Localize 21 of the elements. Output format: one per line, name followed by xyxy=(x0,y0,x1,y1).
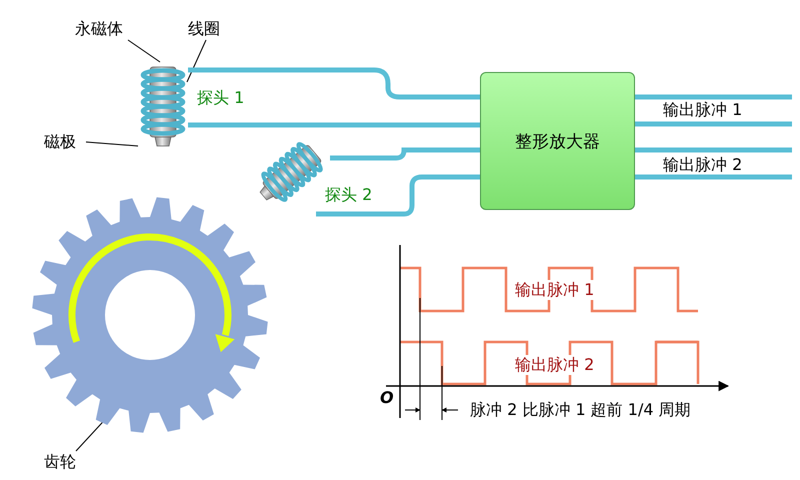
amplifier-box: 整形放大器 xyxy=(480,72,635,210)
waveform-label: 输出脉冲 1 xyxy=(515,280,594,300)
part-label: 磁极 xyxy=(44,131,86,153)
output-label: 输出脉冲 1 xyxy=(663,100,742,120)
wire xyxy=(316,174,480,216)
wire xyxy=(188,68,480,100)
phase-note: 脉冲 2 比脉冲 1 超前 1/4 周期 xyxy=(470,400,691,420)
wire xyxy=(330,148,480,160)
part-label: 线圈 xyxy=(188,18,230,40)
part-label: 齿轮 xyxy=(44,451,86,473)
leader-line xyxy=(128,40,160,62)
output-label: 输出脉冲 2 xyxy=(663,155,742,175)
gear-drawing xyxy=(30,195,270,435)
origin-label: O xyxy=(380,388,394,408)
leader-line xyxy=(86,142,138,146)
wire xyxy=(188,122,480,128)
probe-label: 探头 1 xyxy=(197,88,244,108)
leader-line xyxy=(186,40,206,82)
probe-label: 探头 2 xyxy=(325,185,372,205)
waveform-label: 输出脉冲 2 xyxy=(515,355,594,375)
part-label: 永磁体 xyxy=(75,18,150,40)
